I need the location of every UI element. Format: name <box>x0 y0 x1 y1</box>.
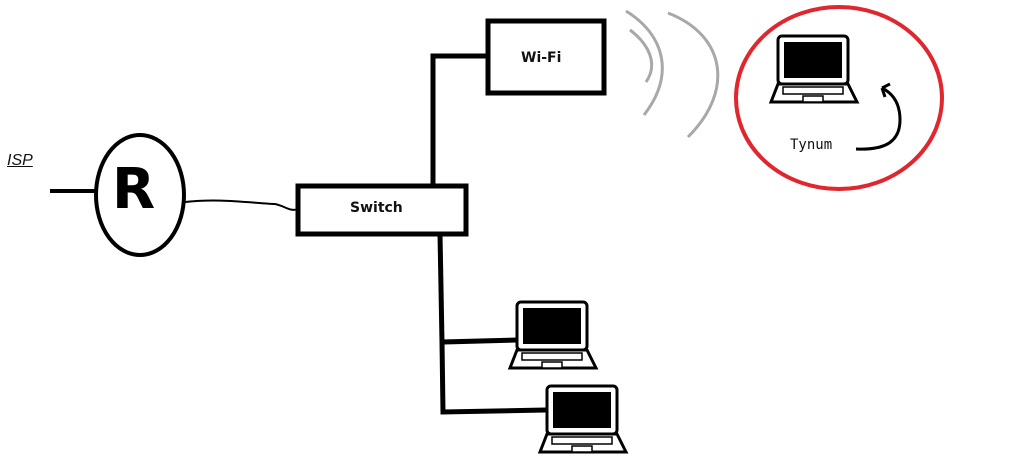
switch-label: Switch <box>350 200 403 216</box>
switch-wifi-link <box>430 53 488 186</box>
highlight-circle <box>734 5 944 191</box>
laptop-icon <box>537 384 629 454</box>
laptop-icon <box>507 300 599 370</box>
wireless-laptop-label: Tynum <box>790 137 833 153</box>
router-switch-link <box>184 199 299 211</box>
laptop-icon <box>768 34 860 104</box>
wifi-label: Wi-Fi <box>521 50 562 66</box>
switch-node <box>295 183 469 237</box>
router-node <box>94 133 186 257</box>
arrow-icon <box>855 82 902 151</box>
switch-laptops-link <box>437 233 547 415</box>
router-label: R <box>112 157 156 222</box>
wifi-node <box>485 18 607 96</box>
isp-label: ISP <box>7 152 33 169</box>
wifi-signal-icon <box>625 9 720 139</box>
